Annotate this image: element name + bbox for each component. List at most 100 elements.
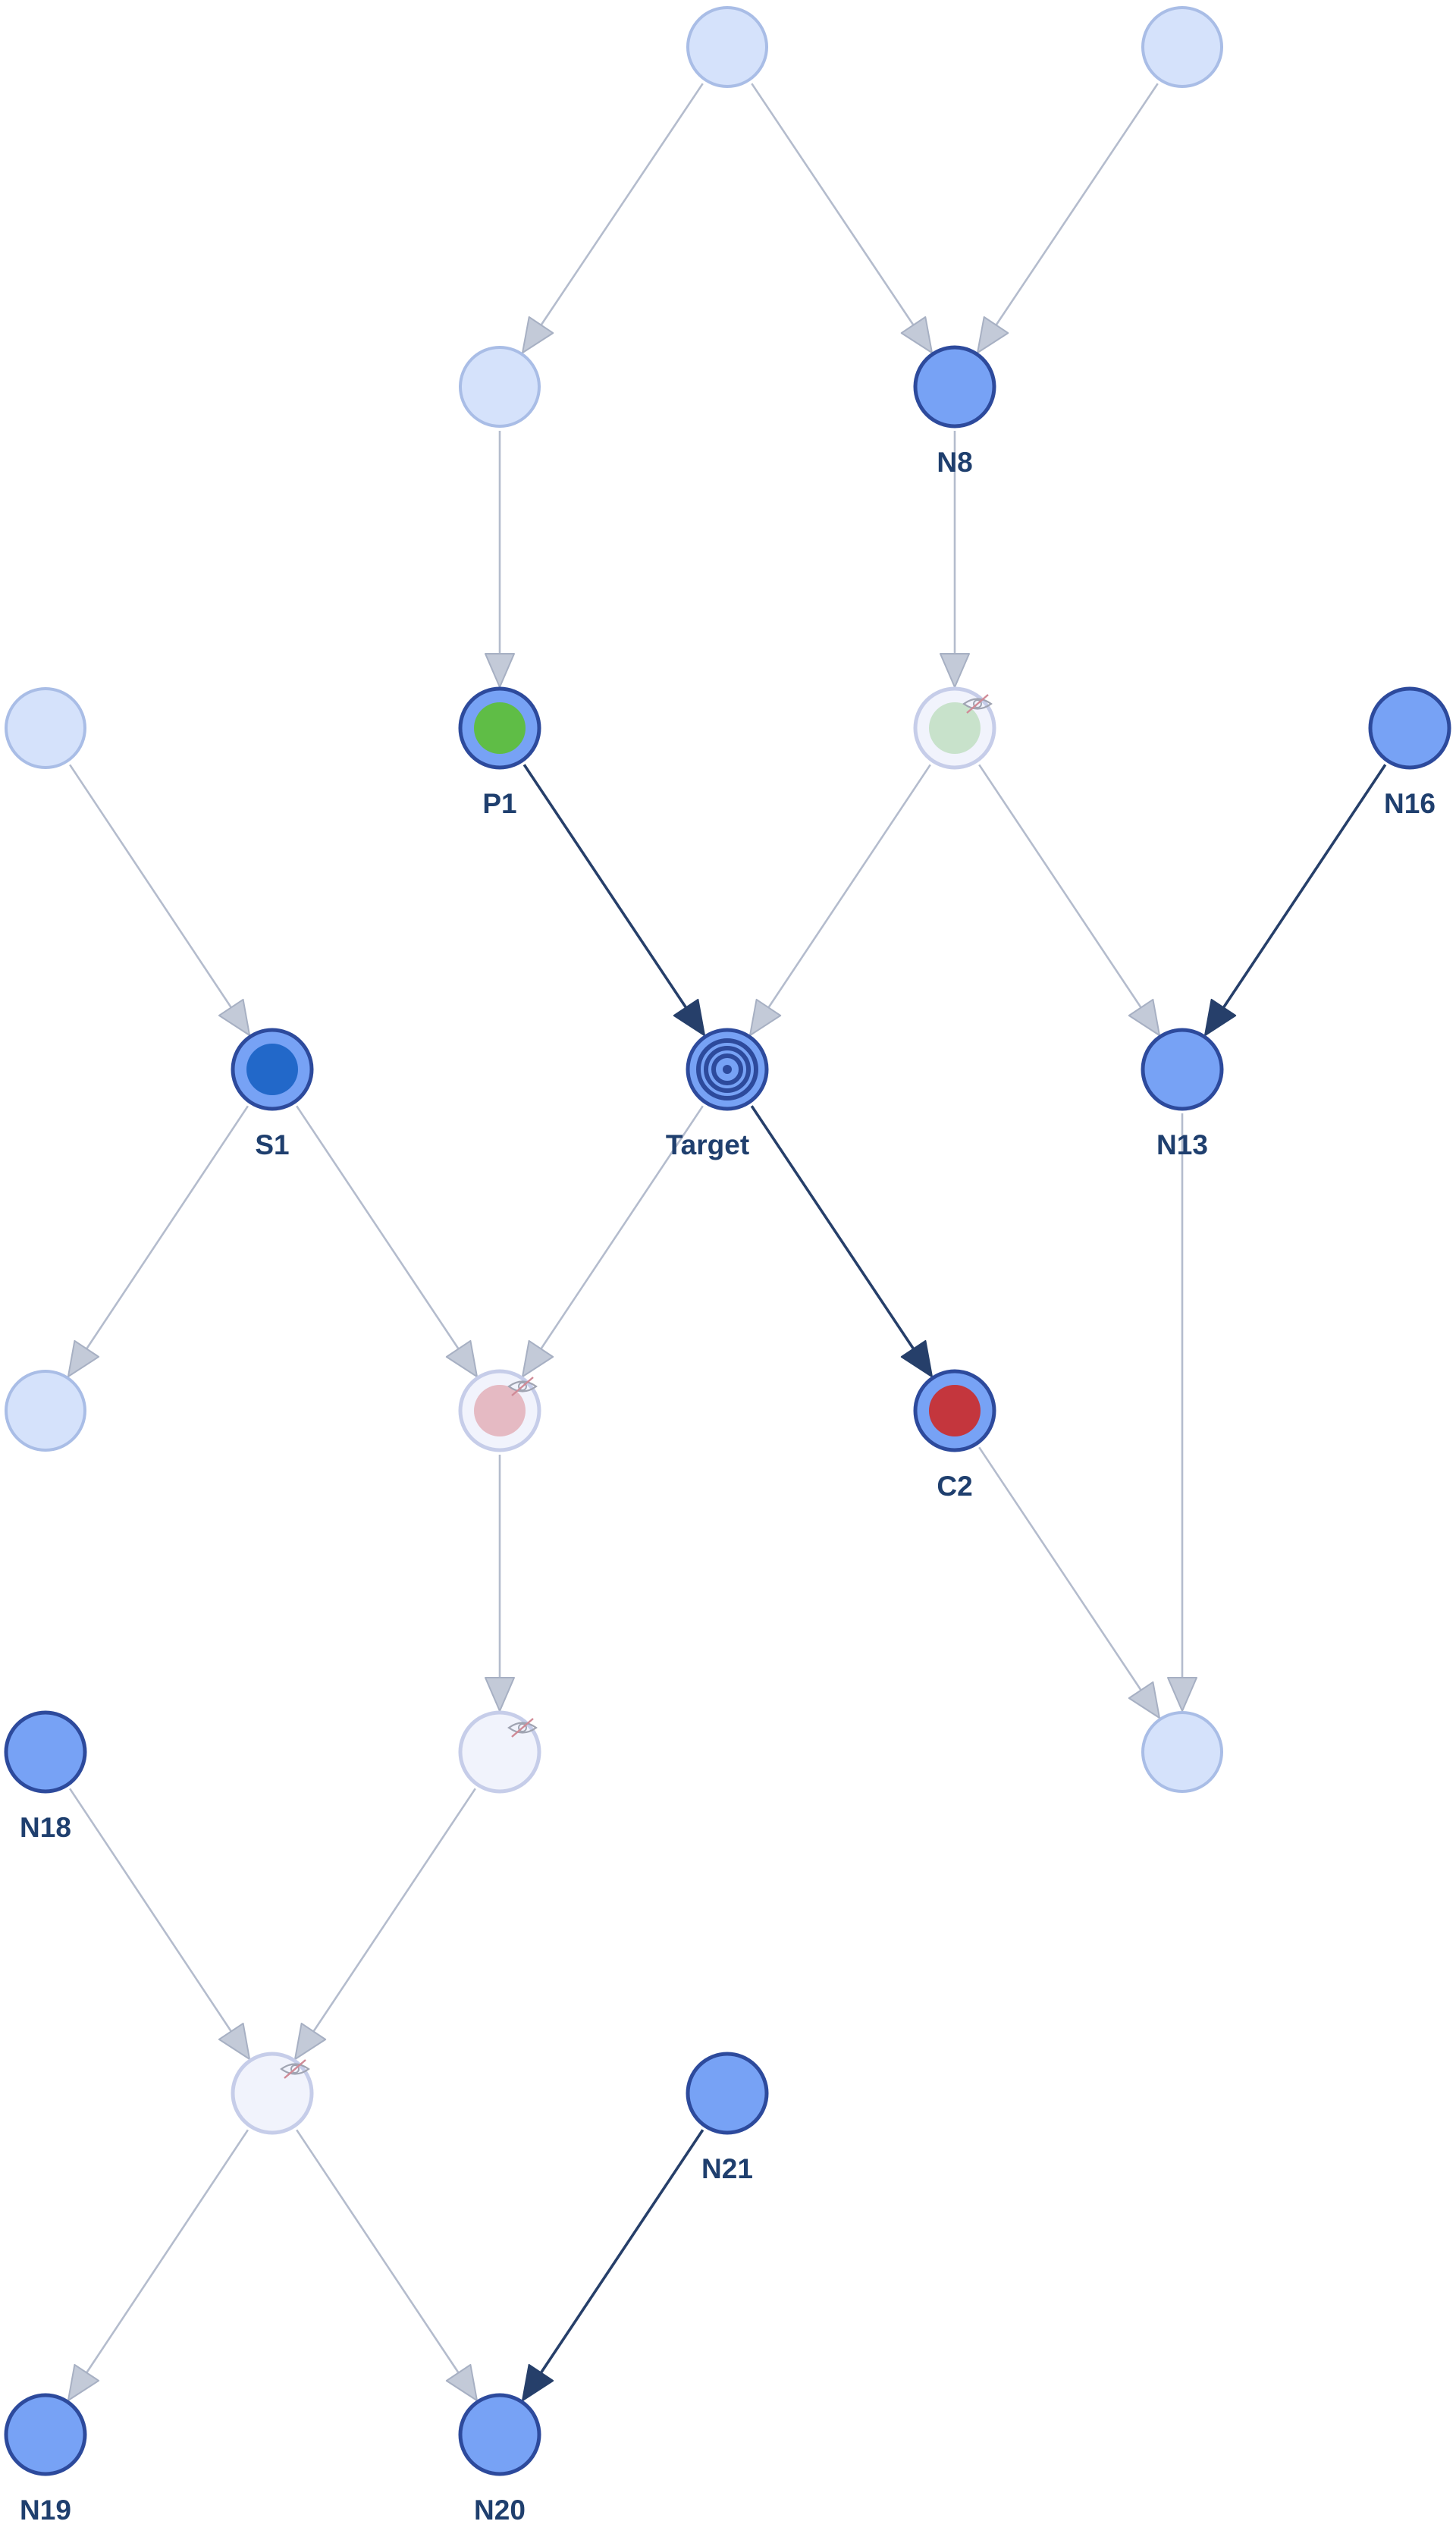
edge-line xyxy=(751,83,915,326)
node-role-dot xyxy=(474,702,526,754)
node-s1[interactable]: S1 xyxy=(231,1028,314,1160)
edge-line xyxy=(540,83,704,326)
edge-H2-H3 xyxy=(485,1455,515,1712)
node-n8[interactable]: N8 xyxy=(913,345,996,478)
edge-A1-A3 xyxy=(522,83,704,354)
edge-line xyxy=(1222,764,1387,1009)
node-circle xyxy=(686,2052,769,2135)
node-role-dot xyxy=(929,702,981,754)
arrowhead xyxy=(218,998,251,1036)
edge-N21-N20 xyxy=(522,2129,704,2402)
edge-A2-N8 xyxy=(977,83,1159,354)
node-c1[interactable] xyxy=(5,1370,86,1452)
node-circle xyxy=(459,346,541,428)
node-label: N21 xyxy=(701,2153,753,2184)
node-a3[interactable] xyxy=(459,346,541,428)
arrowhead xyxy=(900,316,933,354)
arrowhead xyxy=(940,653,970,688)
edge-line xyxy=(540,1105,704,1350)
node-h1[interactable] xyxy=(913,686,996,770)
edge-T-C2 xyxy=(750,1105,933,1378)
arrowhead xyxy=(1167,1677,1197,1712)
node-n20[interactable]: N20 xyxy=(458,2393,541,2526)
node-label: N19 xyxy=(20,2494,71,2526)
node-circle xyxy=(1141,1711,1223,1793)
eye-slash-icon xyxy=(280,2059,310,2079)
eye-slash-icon xyxy=(507,1377,538,1396)
arrowhead xyxy=(522,1339,554,1378)
edge-H3-H4 xyxy=(294,1788,476,2061)
node-circle xyxy=(1141,6,1223,88)
edge-line xyxy=(522,764,688,1009)
node-circle xyxy=(1141,1028,1224,1111)
node-b1[interactable] xyxy=(5,687,86,769)
edge-P1-T xyxy=(522,764,705,1037)
node-h3[interactable] xyxy=(458,1710,541,1794)
edge-H1-T xyxy=(749,764,931,1037)
node-n21[interactable]: N21 xyxy=(686,2052,769,2184)
arrowhead xyxy=(977,316,1009,354)
node-n19[interactable]: N19 xyxy=(4,2393,87,2526)
node-circle xyxy=(458,2393,541,2476)
node-n13[interactable]: N13 xyxy=(1141,1028,1224,1160)
arrowhead xyxy=(67,2363,100,2401)
edge-C2-D1 xyxy=(978,1446,1160,1719)
node-label: C2 xyxy=(937,1471,972,1502)
node-n18[interactable]: N18 xyxy=(4,1710,87,1843)
arrowhead xyxy=(749,998,782,1037)
edge-line xyxy=(978,1446,1142,1691)
node-a1[interactable] xyxy=(686,6,768,88)
node-label: N16 xyxy=(1384,788,1436,819)
edge-line xyxy=(69,764,232,1009)
arrowhead xyxy=(445,1339,478,1378)
edge-line xyxy=(296,1105,460,1350)
arrowhead xyxy=(522,2363,554,2402)
edge-N18-H4 xyxy=(69,1788,251,2060)
edge-line xyxy=(750,1105,915,1350)
edge-line xyxy=(296,2129,460,2374)
node-label: N18 xyxy=(20,1812,71,1843)
node-label: N8 xyxy=(937,447,972,478)
node-label: Target xyxy=(666,1129,749,1160)
eye-slash-icon xyxy=(507,1718,538,1738)
eye-slash-icon xyxy=(962,694,993,714)
node-c2[interactable]: C2 xyxy=(913,1369,996,1502)
arrowhead xyxy=(900,1339,933,1378)
node-h4[interactable] xyxy=(231,2052,314,2135)
node-label: P1 xyxy=(482,788,516,819)
node-label: N13 xyxy=(1156,1129,1208,1160)
edge-T-H2 xyxy=(522,1105,704,1378)
edge-S1-H2 xyxy=(296,1105,478,1378)
edge-line xyxy=(86,2129,249,2374)
node-p1[interactable]: P1 xyxy=(458,686,541,819)
node-a2[interactable] xyxy=(1141,6,1223,88)
node-label: S1 xyxy=(255,1129,289,1160)
node-h2[interactable] xyxy=(458,1369,541,1452)
edge-line xyxy=(767,764,931,1009)
edge-N16-N13 xyxy=(1204,764,1387,1037)
node-d1[interactable] xyxy=(1141,1711,1223,1793)
edge-N8-H1 xyxy=(940,431,970,688)
edge-line xyxy=(539,2129,704,2374)
arrowhead xyxy=(67,1339,100,1377)
edge-line xyxy=(86,1105,249,1350)
node-label: N20 xyxy=(474,2494,526,2526)
edges-layer xyxy=(67,83,1387,2402)
node-role-dot xyxy=(929,1385,981,1436)
edge-A3-P1 xyxy=(485,431,515,688)
target-icon xyxy=(696,1038,758,1100)
edge-line xyxy=(995,83,1159,326)
edge-H4-N20 xyxy=(296,2129,478,2402)
edge-A1-N8 xyxy=(751,83,933,354)
node-circle xyxy=(686,6,768,88)
arrowhead xyxy=(294,2022,327,2061)
edge-B1-S1 xyxy=(69,764,251,1036)
node-n16[interactable]: N16 xyxy=(1368,686,1451,819)
node-circle xyxy=(5,1370,86,1452)
node-t[interactable]: Target xyxy=(666,1028,769,1160)
arrowhead xyxy=(522,316,554,354)
arrowhead xyxy=(673,998,705,1037)
arrowhead xyxy=(445,2363,478,2402)
arrowhead xyxy=(1204,998,1237,1037)
